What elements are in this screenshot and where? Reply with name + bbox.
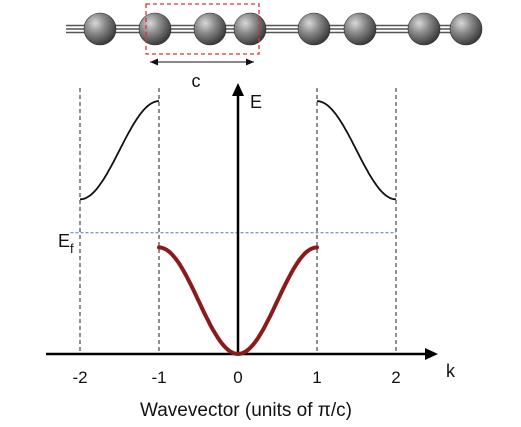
- atom: [83, 12, 117, 46]
- x-tick-label: -1: [151, 368, 166, 387]
- y-axis-label: E: [250, 92, 262, 112]
- x-tick-label: -2: [72, 368, 87, 387]
- atom: [449, 12, 483, 46]
- fermi-label-subscript: f: [70, 241, 74, 256]
- x-tick-labels: -2 -1 0 1 2: [72, 368, 400, 387]
- unit-cell-box: [145, 3, 260, 55]
- period-label: c: [192, 71, 201, 91]
- zone-boundary-lines: [79, 88, 397, 354]
- atom: [138, 12, 172, 46]
- lower-band-curve: [157, 245, 319, 357]
- x-axis-name: k: [446, 361, 456, 381]
- x-axis-label: Wavevector (units of π/c): [140, 400, 352, 421]
- atom: [297, 12, 331, 46]
- x-tick-label: 1: [312, 368, 321, 387]
- upper-band-right-curve: [316, 100, 397, 201]
- atom: [233, 12, 267, 46]
- atom: [343, 12, 377, 46]
- atomic-chain: c: [66, 3, 483, 91]
- fermi-level-label: Ef: [58, 231, 74, 256]
- x-tick-label: 2: [391, 368, 400, 387]
- x-tick-label: 0: [233, 368, 242, 387]
- period-arrow: [150, 58, 254, 66]
- axes: [46, 83, 438, 360]
- energy-bands: [79, 100, 397, 357]
- upper-band-left-curve: [79, 100, 160, 201]
- y-axis-arrowhead: [232, 83, 244, 96]
- fermi-label-main: E: [58, 231, 70, 251]
- chain-atoms: [83, 12, 483, 46]
- x-axis-arrowhead: [425, 348, 438, 360]
- atom: [407, 12, 441, 46]
- atom: [193, 12, 227, 46]
